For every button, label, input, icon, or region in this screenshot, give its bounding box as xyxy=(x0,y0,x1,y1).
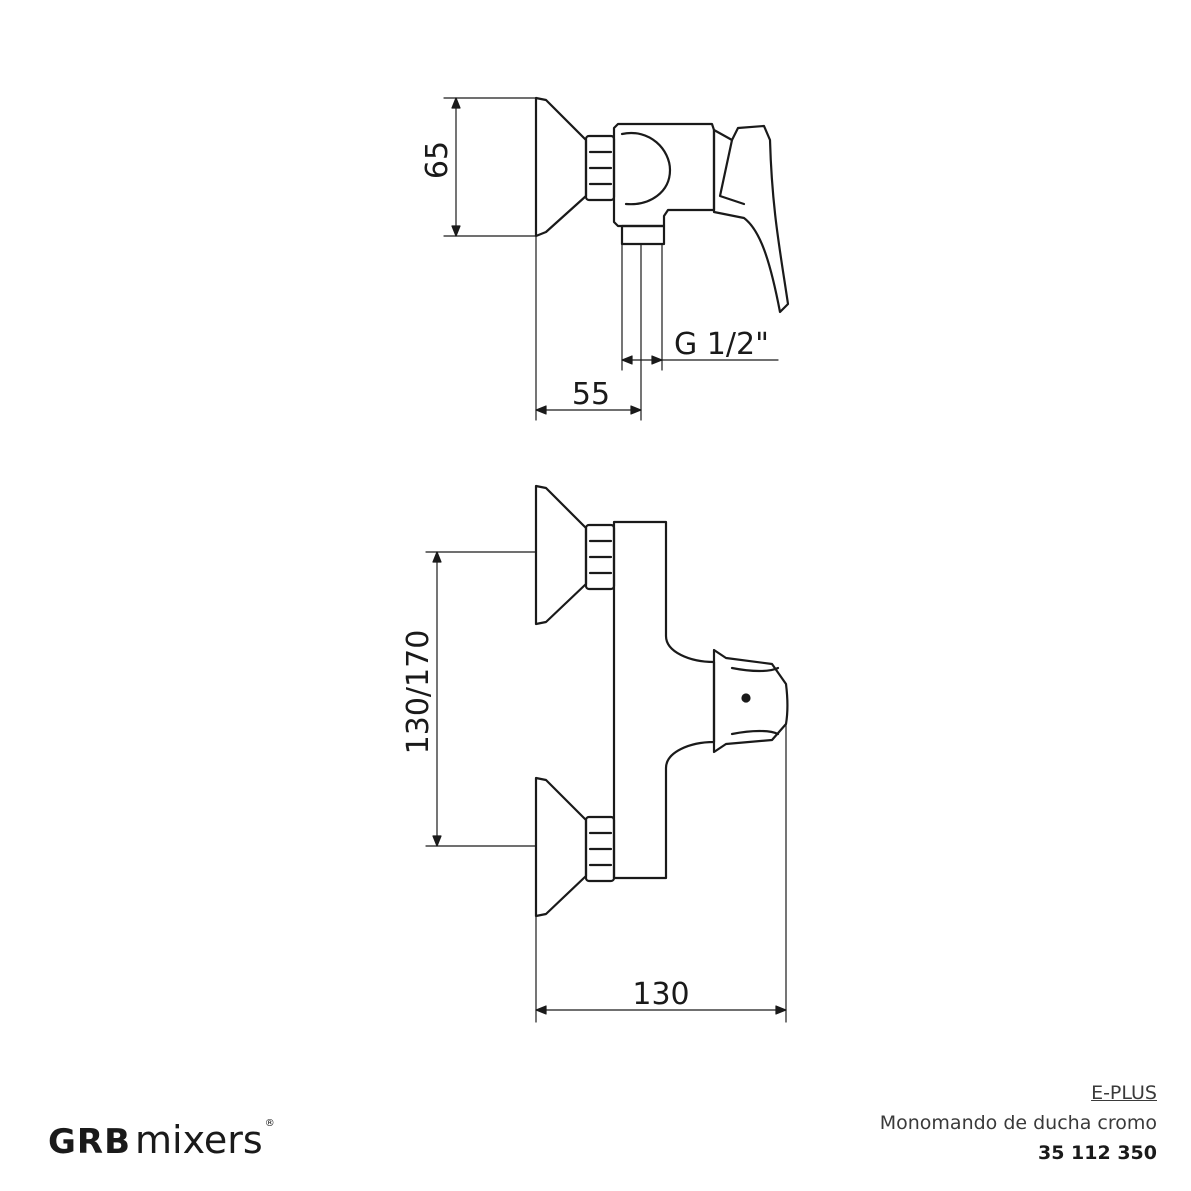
dim-front-width: 130 xyxy=(632,977,689,1012)
product-series: E-PLUS xyxy=(1091,1082,1157,1104)
product-info: E-PLUS Monomando de ducha cromo 35 112 3… xyxy=(880,1078,1157,1168)
brand-bold-text: GRB xyxy=(48,1122,132,1162)
side-lever xyxy=(712,124,790,314)
front-flange-top xyxy=(534,484,588,626)
side-outlet xyxy=(620,224,666,246)
front-body xyxy=(612,520,716,880)
side-wall-flange xyxy=(534,96,588,238)
dim-thread: G 1/2" xyxy=(674,327,769,362)
brand-light-text: mixers xyxy=(135,1118,263,1162)
dim-side-height: 65 xyxy=(420,141,455,179)
dim-side-depth: 55 xyxy=(572,377,610,412)
front-handle xyxy=(712,648,789,754)
dim-front-spacing: 130/170 xyxy=(401,630,436,755)
product-code: 35 112 350 xyxy=(1038,1142,1157,1164)
front-dimension-lines xyxy=(425,551,787,1023)
side-body xyxy=(612,122,716,228)
side-dimension-lines xyxy=(443,97,779,421)
registered-mark: ® xyxy=(264,1118,275,1129)
front-flange-bottom xyxy=(534,776,588,918)
product-description: Monomando de ducha cromo xyxy=(879,1112,1157,1134)
front-view xyxy=(534,484,789,918)
